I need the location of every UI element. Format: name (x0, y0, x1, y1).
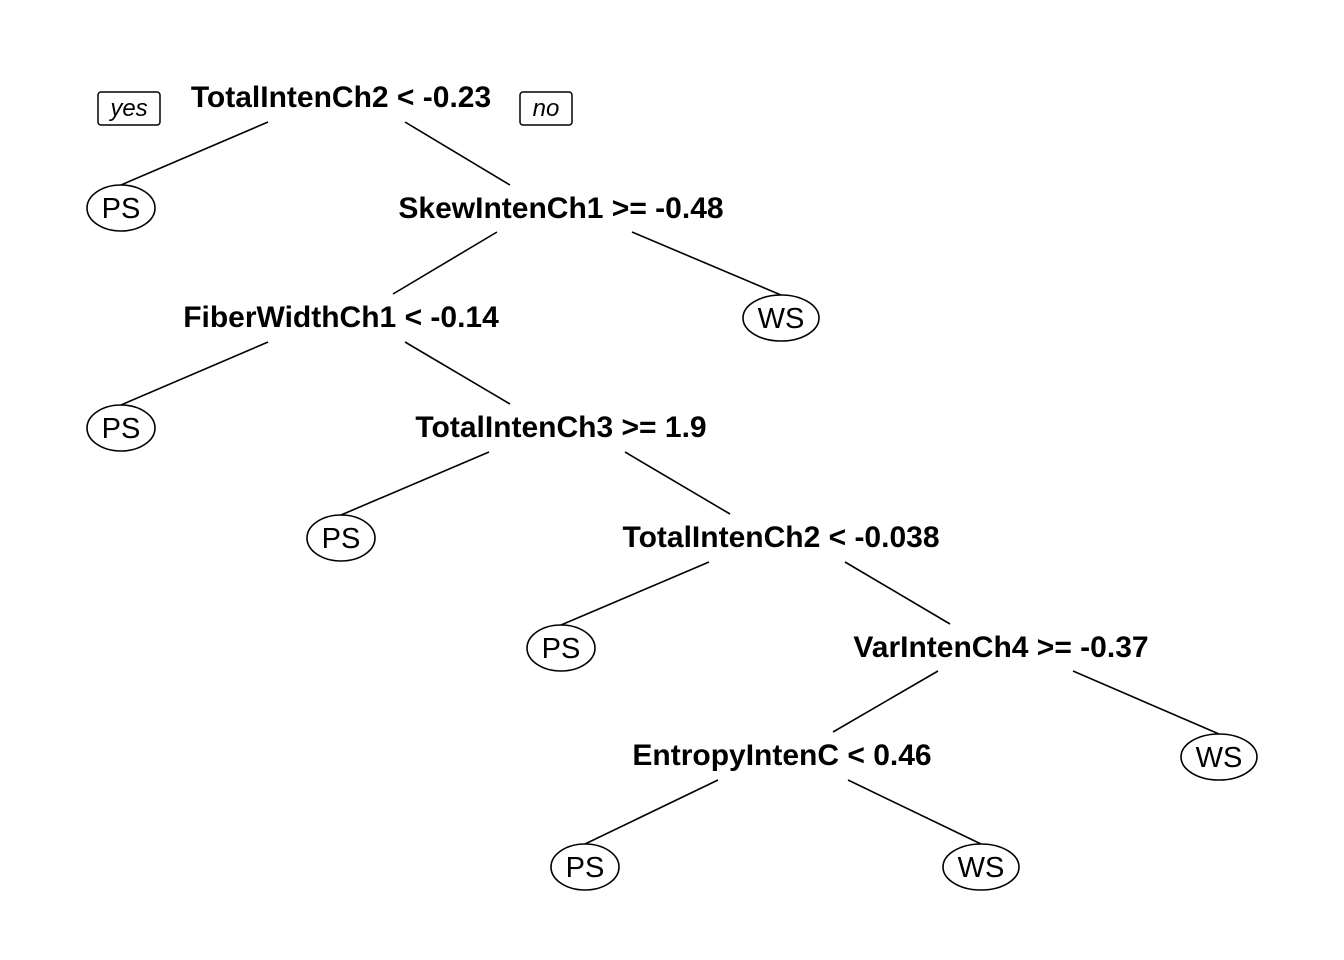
tree-edges (120, 121, 1220, 845)
split-label-6: VarIntenCh4 >= -0.37 (853, 631, 1148, 664)
split-node-6: VarIntenCh4 >= -0.37 (853, 631, 1148, 664)
split-label-2: SkewIntenCh1 >= -0.48 (398, 192, 723, 225)
tree-edge-n1-n2 (404, 121, 511, 186)
tree-edge-n5-n6 (844, 561, 951, 625)
tree-edge-n3-l3 (120, 341, 269, 406)
leaf-label-3: PS (102, 413, 141, 445)
tree-edge-n6-l6 (1072, 670, 1220, 735)
leaf-label-1: PS (102, 193, 141, 225)
split-label-1: TotalIntenCh2 < -0.23 (191, 81, 491, 114)
leaf-node-6: WS (1180, 733, 1258, 781)
tree-edge-n2-l2 (631, 231, 782, 296)
leaf-node-3: PS (86, 404, 156, 452)
split-node-1: TotalIntenCh2 < -0.23 (191, 81, 491, 114)
tree-edge-n7-l8 (847, 779, 982, 845)
leaf-node-7: PS (550, 843, 620, 891)
tree-edge-n3-n4 (404, 341, 511, 405)
leaf-label-7: PS (566, 852, 605, 884)
tree-edge-n6-n7 (832, 670, 939, 733)
leaf-label-6: WS (1196, 742, 1243, 774)
split-label-7: EntropyIntenC < 0.46 (632, 739, 931, 772)
split-node-4: TotalIntenCh3 >= 1.9 (415, 411, 706, 444)
split-label-5: TotalIntenCh2 < -0.038 (622, 521, 939, 554)
leaf-label-2: WS (758, 303, 805, 335)
split-node-2: SkewIntenCh1 >= -0.48 (398, 192, 723, 225)
split-label-3: FiberWidthCh1 < -0.14 (183, 301, 499, 334)
leaf-node-8: WS (942, 843, 1020, 891)
tree-edge-n7-l7 (584, 779, 719, 845)
tree-edge-n4-l4 (340, 451, 490, 516)
leaf-node-4: PS (306, 514, 376, 562)
yes-direction-label: yes (97, 91, 161, 126)
leaf-node-5: PS (526, 624, 596, 672)
split-node-5: TotalIntenCh2 < -0.038 (622, 521, 939, 554)
split-node-3: FiberWidthCh1 < -0.14 (183, 301, 499, 334)
yes-label-text: yes (108, 95, 147, 122)
leaf-label-8: WS (958, 852, 1005, 884)
leaf-node-2: WS (742, 294, 820, 342)
tree-edge-n4-n5 (624, 451, 731, 515)
tree-edge-n1-l1 (120, 121, 269, 186)
split-label-4: TotalIntenCh3 >= 1.9 (415, 411, 706, 444)
split-node-7: EntropyIntenC < 0.46 (632, 739, 931, 772)
no-direction-label: no (519, 91, 573, 126)
no-label-text: no (533, 95, 560, 122)
tree-edge-n5-l5 (560, 561, 710, 626)
leaf-node-1: PS (86, 184, 156, 232)
leaf-label-5: PS (542, 633, 581, 665)
leaf-label-4: PS (322, 523, 361, 555)
tree-edge-n2-n3 (392, 231, 498, 295)
